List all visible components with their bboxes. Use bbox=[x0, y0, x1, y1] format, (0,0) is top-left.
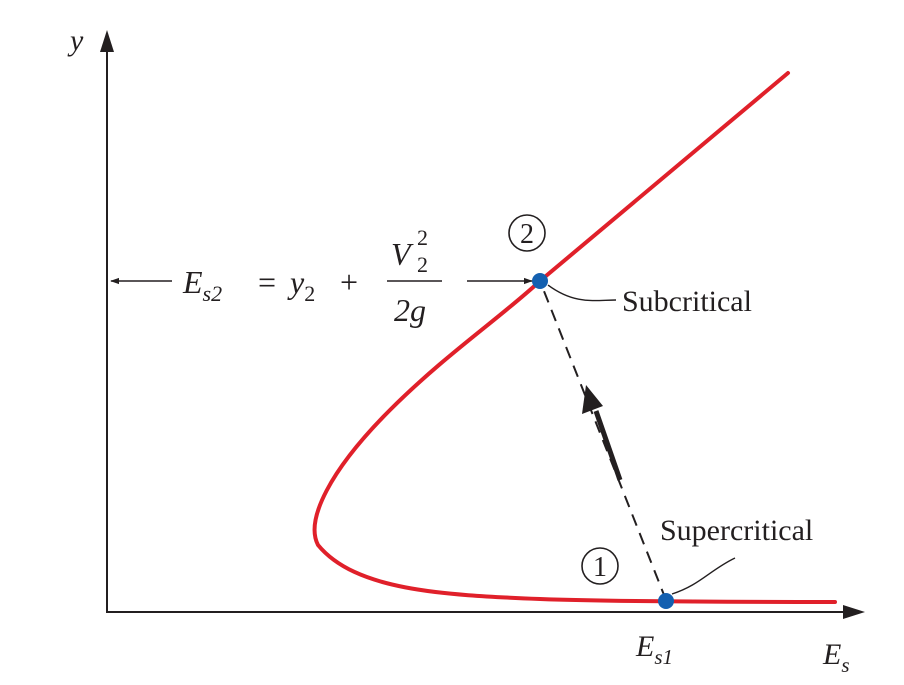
point-2-label-circle bbox=[508, 214, 546, 252]
transition-arrowhead bbox=[582, 385, 603, 414]
x-axis-label: Es bbox=[822, 638, 850, 677]
equation-denominator: 2g bbox=[394, 292, 426, 328]
point-2-marker bbox=[532, 273, 548, 289]
equation-numerator-superscript: 2 bbox=[417, 225, 428, 250]
equation-y-subscript: 2 bbox=[304, 281, 315, 306]
y-axis-arrowhead bbox=[100, 30, 114, 52]
equation-numerator-subscript: 2 bbox=[417, 252, 428, 277]
equation-y-term: y2 bbox=[287, 264, 315, 306]
y-axis-label: y bbox=[67, 24, 84, 57]
equation-numerator: V bbox=[391, 236, 414, 272]
equation-lhs-subscript: s2 bbox=[203, 281, 223, 306]
subcritical-label: Subcritical bbox=[622, 285, 752, 318]
subcritical-leader bbox=[547, 284, 617, 302]
x-axis-label-subscript: s bbox=[841, 653, 849, 677]
es1-label: Es1 bbox=[635, 630, 673, 669]
energy-equation: Es2 = y2 + V 2 2 2g bbox=[182, 225, 442, 328]
supercritical-leader bbox=[671, 557, 736, 595]
equation-plus: + bbox=[340, 264, 358, 300]
transition-dashed-line bbox=[539, 280, 667, 601]
equation-lhs: Es2 bbox=[182, 264, 222, 306]
es1-label-subscript: s1 bbox=[654, 645, 673, 669]
transition-arrow-shaft bbox=[593, 410, 623, 481]
point-1-label-circle bbox=[581, 547, 619, 585]
point-1-label: 1 bbox=[593, 552, 607, 583]
equation-equals: = bbox=[258, 264, 276, 300]
point-1-marker bbox=[658, 593, 674, 609]
point-2-label: 2 bbox=[520, 219, 534, 250]
x-axis-arrowhead bbox=[843, 605, 865, 619]
supercritical-label: Supercritical bbox=[660, 514, 813, 547]
specific-energy-curve bbox=[312, 71, 837, 604]
